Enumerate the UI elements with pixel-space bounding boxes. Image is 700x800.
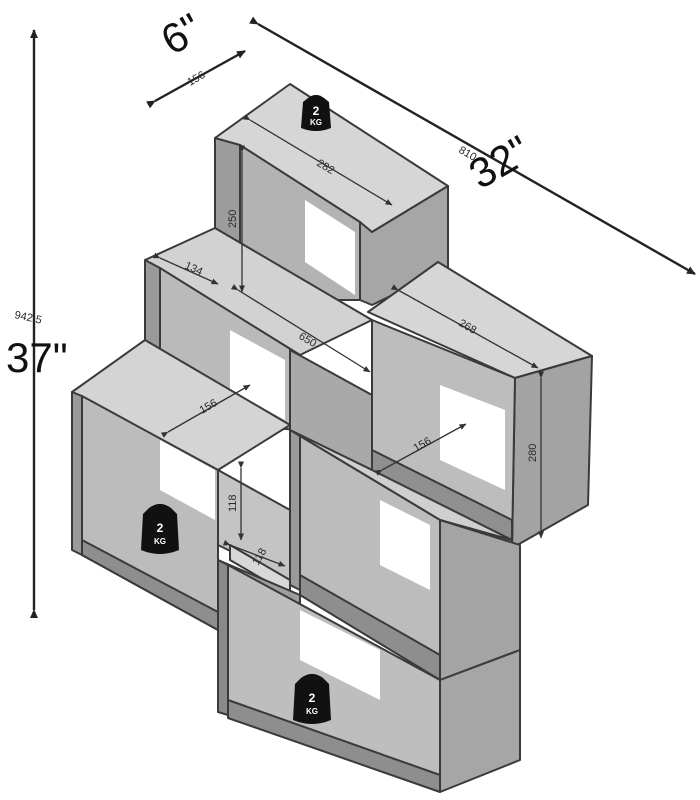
weight-icon-left: 2 KG [141, 504, 179, 554]
depth-inch-label: 6" [153, 4, 210, 64]
dim-line-small-width [222, 539, 286, 567]
dim-line-right-width [390, 284, 539, 369]
weight-icon-bottom: 2 KG [293, 674, 331, 724]
dim-small-cube-height: 118 [227, 494, 239, 512]
dim-line-thickness [152, 252, 219, 285]
dim-line-right-depth [374, 423, 467, 476]
dim-line-left-depth [160, 384, 251, 438]
weight-top-unit: KG [310, 118, 322, 127]
depth-mm-label: 156 [186, 69, 208, 89]
height-mm-label: 942,5 [13, 309, 42, 326]
dim-line-center-span [230, 284, 371, 373]
weight-icon-top: 2 KG [301, 95, 331, 131]
dim-right-cube-height: 280 [527, 444, 539, 462]
width-inch-label: 32" [461, 126, 538, 198]
width-arrow [249, 16, 696, 276]
weight-left-value: 2 [157, 521, 164, 535]
bottom-cube [217, 559, 521, 793]
shelf-unit [71, 83, 593, 793]
dim-top-cube-height: 250 [227, 210, 239, 228]
height-inch-label: 37" [6, 334, 68, 381]
depth-arrow [146, 49, 246, 109]
center-cube [289, 429, 521, 681]
weight-left-unit: KG [154, 537, 166, 546]
weight-bottom-unit: KG [306, 707, 318, 716]
weight-top-value: 2 [313, 104, 320, 118]
weight-bottom-value: 2 [309, 691, 316, 705]
